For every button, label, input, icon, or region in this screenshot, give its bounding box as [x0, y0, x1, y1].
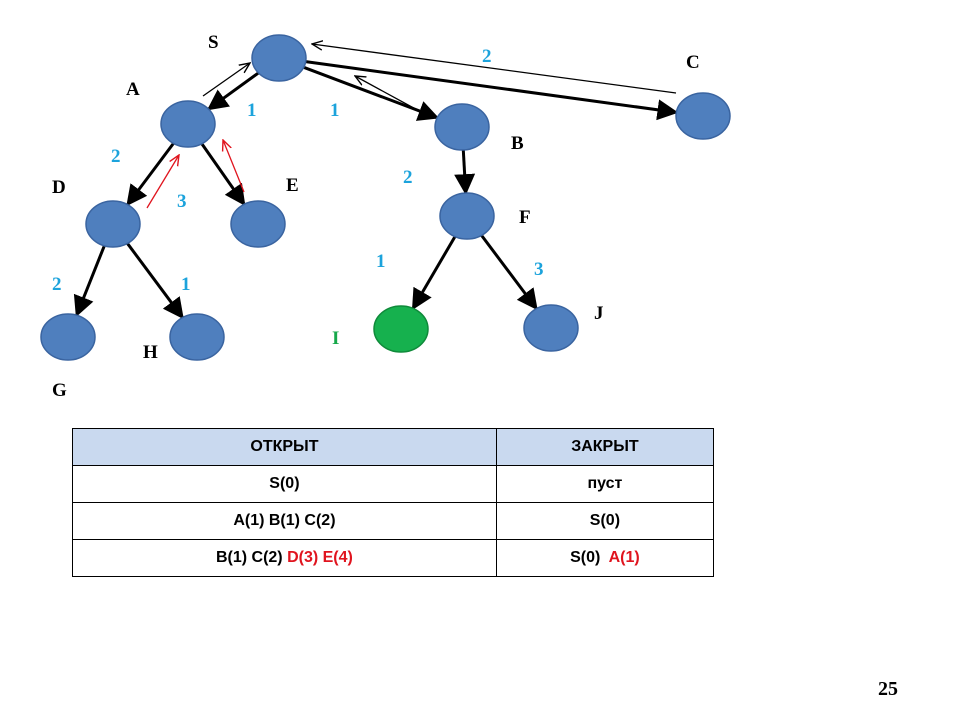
edge-weight-b-f: 2 — [403, 167, 413, 188]
return-arrow-a-s — [202, 63, 250, 97]
node-d — [85, 200, 141, 248]
edge-d-h — [126, 242, 184, 320]
node-label-a: A — [126, 79, 140, 100]
node-c — [675, 92, 731, 140]
node-label-d: D — [52, 177, 66, 198]
table-row: S(0) пуст — [72, 465, 715, 503]
table-row: A(1) B(1) C(2) S(0) — [72, 502, 715, 540]
cell-text: S(0) — [589, 512, 621, 529]
node-label-j: J — [594, 303, 604, 324]
node-label-c: C — [686, 52, 700, 73]
node-label-g: G — [52, 380, 67, 401]
edge-weight-d-g: 2 — [52, 274, 62, 295]
node-label-i: I — [332, 328, 340, 349]
edge-a-d — [126, 142, 175, 207]
node-h — [169, 313, 225, 361]
nodes-layer — [40, 34, 731, 361]
page-number: 25 — [878, 678, 898, 700]
edge-weight-a-e: 3 — [177, 191, 187, 212]
edge-a-e — [200, 142, 246, 206]
return-arrow-c-s — [312, 44, 677, 94]
edge-f-j — [480, 234, 538, 311]
node-b — [434, 103, 490, 151]
node-j — [523, 304, 579, 352]
node-s — [251, 34, 307, 82]
edge-weight-d-h: 1 — [181, 274, 191, 295]
return-arrow-b-s — [355, 76, 422, 113]
cell-text: A(1) — [608, 549, 640, 566]
edge-s-a — [206, 71, 260, 111]
table-header-row: ОТКРЫТ ЗАКРЫТ — [72, 428, 715, 466]
edge-weight-f-i: 1 — [376, 251, 386, 272]
edge-b-f — [454, 149, 476, 196]
edge-weight-f-j: 3 — [534, 259, 544, 280]
node-label-b: B — [511, 133, 524, 154]
closed-cell: S(0) A(1) — [495, 539, 715, 577]
header-closed: ЗАКРЫТ — [495, 428, 715, 466]
node-e — [230, 200, 286, 248]
node-label-h: H — [143, 342, 158, 363]
node-i — [373, 305, 429, 353]
open-cell: S(0) — [72, 465, 497, 503]
edges-layer — [73, 60, 679, 320]
node-label-e: E — [286, 175, 299, 196]
edge-weight-s-c: 2 — [482, 46, 492, 67]
cell-text: B(1) C(2) — [215, 549, 288, 566]
edge-weight-s-b: 1 — [330, 100, 340, 121]
cell-text: пуст — [587, 475, 623, 492]
header-open: ОТКРЫТ — [72, 428, 497, 466]
edge-f-i — [411, 235, 457, 311]
cell-text: S(0) — [269, 475, 300, 492]
node-label-s: S — [208, 32, 219, 53]
node-g — [40, 313, 96, 361]
edge-s-c — [305, 60, 679, 121]
cell-text: D(3) E(4) — [287, 549, 353, 566]
return-arrow-d-a — [146, 155, 179, 209]
table-row: B(1) C(2) D(3) E(4)S(0) A(1) — [72, 539, 715, 577]
node-a — [160, 100, 216, 148]
return-arrow-e-a — [223, 140, 245, 193]
closed-cell: S(0) — [495, 502, 715, 540]
edge-weight-s-a: 1 — [247, 100, 257, 121]
edge-d-g — [73, 245, 106, 318]
backtrack-arrows-layer — [146, 44, 677, 209]
cell-text: A(1) B(1) C(2) — [233, 512, 336, 529]
open-cell: B(1) C(2) D(3) E(4) — [72, 539, 497, 577]
node-f — [439, 192, 495, 240]
closed-cell: пуст — [495, 465, 715, 503]
node-label-f: F — [519, 207, 531, 228]
open-cell: A(1) B(1) C(2) — [72, 502, 497, 540]
edge-weight-a-d: 2 — [111, 146, 121, 167]
cell-text: S(0) — [570, 549, 609, 566]
